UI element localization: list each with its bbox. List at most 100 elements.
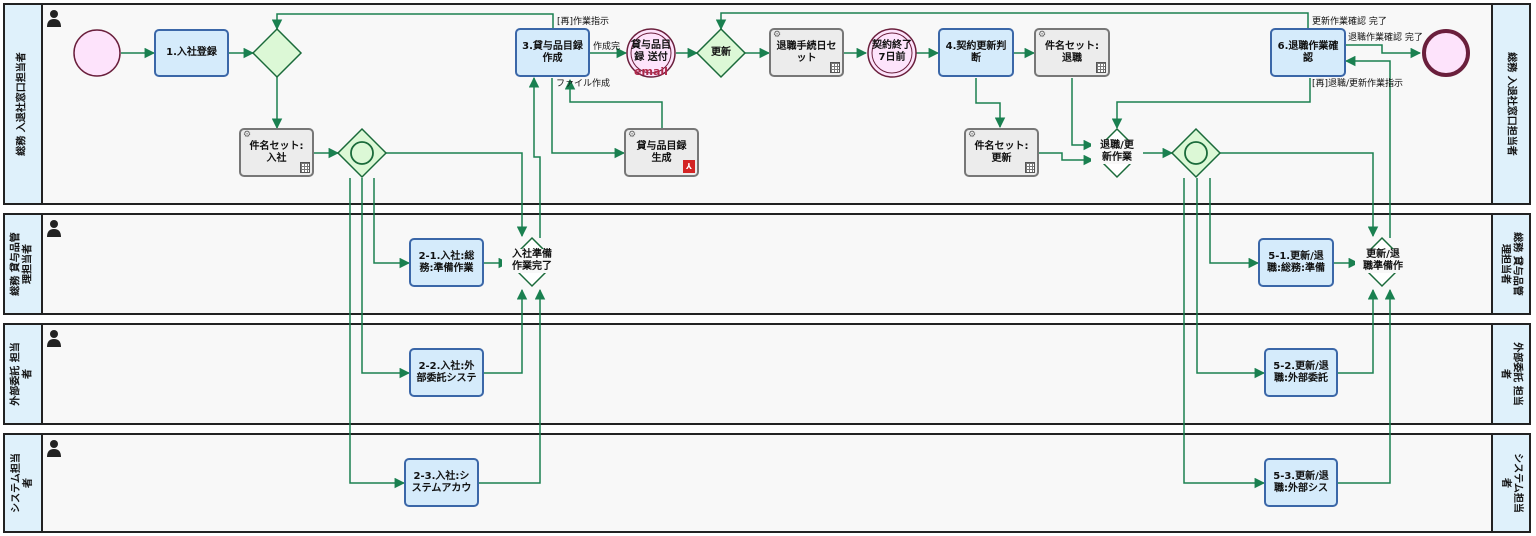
task-label-line: 4.契約更新判 [945, 40, 1007, 52]
flow-gw-par-to-t51 [1209, 178, 1260, 269]
parallel-gateway-join-marker [350, 141, 374, 165]
task-label: 退職手続日セット [777, 41, 837, 65]
flow-t3-to-lend-gen [551, 78, 626, 159]
gateway-label-line: 退職/更 [1100, 140, 1134, 151]
person-icon [47, 220, 61, 237]
end-event [1422, 29, 1470, 77]
start-event [73, 29, 121, 77]
task-renew-general-prep[interactable]: 5-1.更新/退職:総務:準備 [1258, 238, 1334, 287]
task-label-line: 退職手続日セ [776, 40, 837, 52]
task-create-lending-list[interactable]: 3.貸与品目録作成 [515, 28, 590, 77]
task-label-line: 職:外部シス [1274, 482, 1328, 494]
task-label-line: 件名セット: [974, 140, 1029, 152]
renew-done-gateway-label: 更新/退職準備作 [1355, 249, 1411, 273]
person-icon [47, 330, 61, 347]
parallel-gateway-renew-marker [1184, 141, 1208, 165]
task-label: 件名セット:更新 [975, 141, 1029, 165]
gear-icon: ⚙ [243, 130, 252, 140]
task-label-line: 件名セット: [249, 140, 304, 152]
flow-lend-gen-to-t3 [564, 78, 663, 128]
task-label-line: 5-1.更新/退 [1268, 250, 1324, 262]
task-label-line: 職:総務:準備 [1267, 262, 1325, 274]
task-label: 6.退職作業確認 [1278, 41, 1339, 65]
pdf-icon: ⅄ [683, 160, 695, 173]
event-label-line: 録 送付 [634, 52, 668, 63]
task-renew-outsourcing-system[interactable]: 5-3.更新/退職:外部シス [1264, 458, 1338, 507]
flow-label-create-done: 作成完 [593, 42, 621, 52]
retire-renew-gateway-label: 退職/更新作業 [1091, 140, 1143, 164]
task-label-line: 認 [1302, 52, 1313, 64]
flow-t23-to-join-done [479, 288, 546, 484]
task-label: 2-2.入社:外部委託システ [417, 361, 477, 385]
task-label: 1.入社登録 [166, 47, 217, 58]
flow-renew-done-to-t6 [1344, 55, 1391, 238]
flow-gw-par-to-t52 [1196, 178, 1266, 379]
task-label: 貸与品目録生成 [637, 141, 687, 165]
task-label-line: 断 [970, 52, 981, 64]
flow-renew-loop-to-renew-gw [715, 12, 1309, 31]
gateway-label-line: 新作業 [1102, 152, 1132, 163]
task-label: 3.貸与品目録作成 [522, 41, 583, 65]
flow-t53-to-renew-done [1338, 288, 1396, 484]
gateway-label-line: 入社準備 [512, 249, 552, 260]
renew-gateway [695, 27, 747, 79]
event-label-line: 貸与品目 [631, 40, 671, 51]
task-label-line: 6.退職作業確 [1277, 40, 1339, 52]
task-label-line: 生成 [651, 152, 672, 164]
task-join-outsourcing-system[interactable]: 2-2.入社:外部委託システ [409, 348, 484, 397]
task-label: 4.契約更新判断 [946, 41, 1007, 65]
gear-icon: ⚙ [968, 130, 977, 140]
send-email-event [626, 28, 676, 78]
task-label-line: 務:準備作業 [419, 262, 474, 274]
lane-label-left: 外部委託 担当者 [5, 325, 43, 423]
task-label-line: 2-3.入社:シ [413, 470, 470, 482]
exclusive-gateway-1 [251, 27, 303, 79]
task-label: 5-3.更新/退職:外部シス [1273, 471, 1329, 495]
person-icon [47, 440, 61, 457]
flow-t6-to-gw-retire [1111, 78, 1311, 130]
lane-label-right: 総務 入退社窓口担当者 [1491, 5, 1529, 203]
flow-gw2-to-t21 [373, 178, 411, 269]
task-contract-renewal-decision[interactable]: 4.契約更新判断 [938, 28, 1014, 77]
task-label-line: 5-2.更新/退 [1273, 360, 1329, 372]
flow-label-redo-retire-renew: [再]退職/更新作業指示 [1312, 79, 1404, 89]
timer-event-inner [871, 32, 913, 74]
person-icon [47, 10, 61, 27]
timer-event [867, 28, 917, 78]
task-set-retire-date[interactable]: ⚙退職手続日セット [769, 28, 844, 77]
task-label: 件名セット:入社 [250, 141, 304, 165]
task-label-line: 入社 [266, 152, 287, 164]
flow-name-renew-to-gw-retire [1039, 152, 1095, 166]
task-label: 5-1.更新/退職:総務:準備 [1267, 251, 1325, 275]
lane-label-left: システム担当者 [5, 435, 43, 531]
gateway-label-line: 作業完了 [512, 261, 552, 272]
email-label: email [634, 65, 668, 78]
task-set-subject-retire[interactable]: ⚙件名セット:退職 [1034, 28, 1110, 77]
gear-icon: ⚙ [628, 130, 637, 140]
task-set-subject-renew[interactable]: ⚙件名セット:更新 [964, 128, 1039, 177]
task-label-line: ット [796, 52, 817, 64]
flow-gw-par-to-t53 [1183, 178, 1266, 489]
flow-label-file-create: ファイル作成 [556, 79, 611, 89]
task-join-general-prep[interactable]: 2-1.入社:総務:準備作業 [409, 238, 484, 287]
task-label-line: 3.貸与品目録 [522, 40, 583, 52]
task-generate-lending-list[interactable]: ⚙貸与品目録生成⅄ [624, 128, 699, 177]
task-label-line: 退職 [1062, 52, 1082, 64]
join-done-gateway-label: 入社準備作業完了 [502, 249, 562, 273]
flow-t6-to-end [1346, 44, 1422, 59]
task-renew-outsourcing[interactable]: 5-2.更新/退職:外部委託 [1264, 348, 1338, 397]
flow-t4-to-name-renew [975, 78, 1006, 129]
send-email-event-inner [630, 32, 672, 74]
flow-gw2-to-join-done [386, 152, 528, 238]
lane-label-right: システム担当者 [1491, 435, 1529, 531]
task-retire-work-confirm[interactable]: 6.退職作業確認 [1270, 28, 1346, 77]
renew-gateway-label: 更新 [711, 47, 731, 58]
task-onboarding-registration[interactable]: 1.入社登録 [154, 29, 229, 77]
task-label-line: 職:外部委託 [1274, 372, 1328, 384]
gateway-label-line: 職準備作 [1363, 261, 1403, 272]
task-label-line: 更新 [991, 152, 1012, 164]
task-join-system-account[interactable]: 2-3.入社:システムアカウ [404, 458, 479, 507]
task-set-subject-join[interactable]: ⚙件名セット:入社 [239, 128, 314, 177]
task-label-line: 部委託システ [416, 372, 477, 384]
task-label-line: 貸与品目録 [636, 140, 687, 152]
